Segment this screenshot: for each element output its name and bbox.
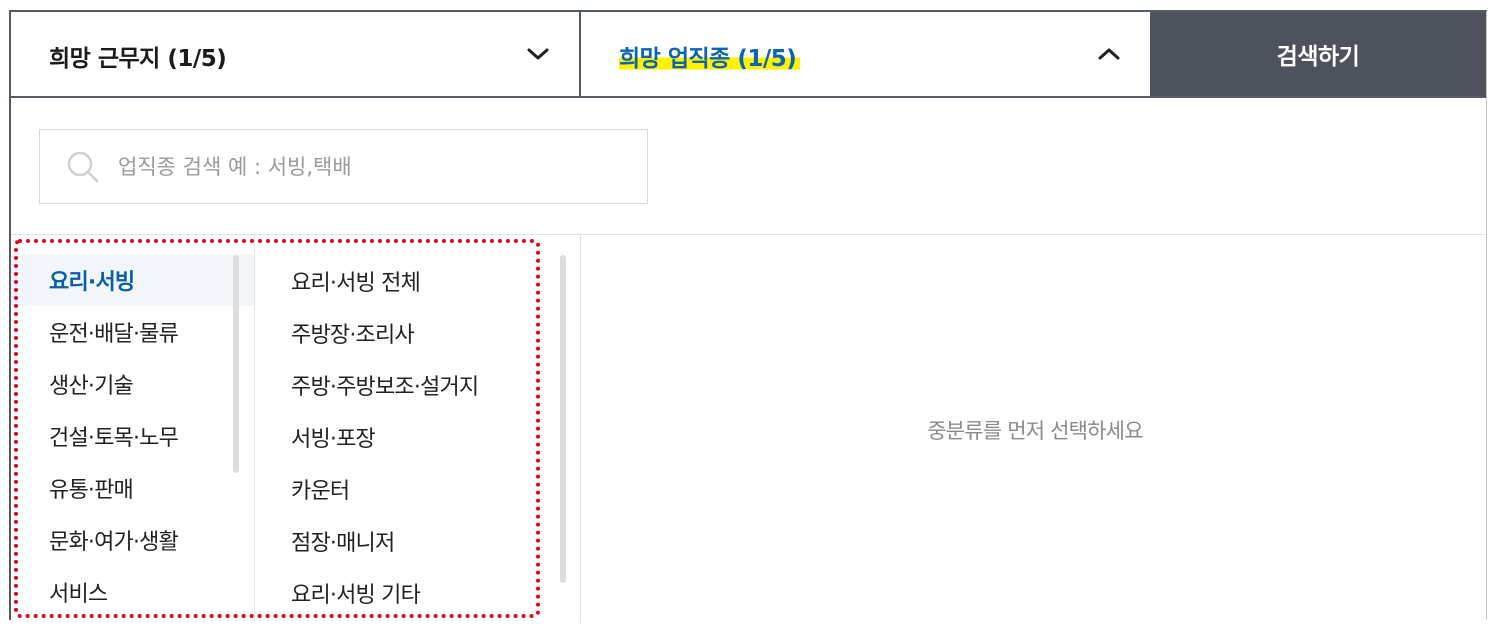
job-filter-panel: 희망 근무지 (1/5) 희망 업직종 (1/5) 검색하기 요리·서빙 운전·… [9,10,1489,622]
subcategory-item-serving-packing[interactable]: 서빙·포장 [291,427,376,452]
search-button[interactable]: 검색하기 [1150,12,1486,96]
job-search-input[interactable] [116,153,600,180]
category-column: 요리·서빙 운전·배달·물류 생산·기술 건설·토목·노무 유통·판매 문화·여… [11,235,255,622]
job-type-dropdown-label: 희망 업직종 (1/5) [619,39,801,73]
divider [11,234,1486,235]
job-type-dropdown[interactable]: 희망 업직종 (1/5) [581,12,1150,96]
location-dropdown[interactable]: 희망 근무지 (1/5) [11,12,581,96]
empty-state-message: 중분류를 먼저 선택하세요 [927,419,1143,443]
subcategory-item-manager[interactable]: 점장·매니저 [291,531,395,556]
category-list: 요리·서빙 운전·배달·물류 생산·기술 건설·토목·노무 유통·판매 문화·여… [11,235,254,618]
subcategory-scrollbar[interactable] [560,255,566,583]
category-item-culture-leisure[interactable]: 문화·여가·생활 [49,530,179,555]
category-scrollbar[interactable] [233,255,239,473]
search-icon [67,151,99,182]
chevron-up-icon [1098,48,1120,60]
category-item-service[interactable]: 서비스 [49,582,108,607]
category-item-production[interactable]: 생산·기술 [49,374,134,399]
category-item-retail[interactable]: 유통·판매 [49,478,134,503]
subcategory-item-other[interactable]: 요리·서빙 기타 [291,583,421,608]
category-item-construction[interactable]: 건설·토목·노무 [49,426,179,451]
job-search-field[interactable] [39,129,648,204]
location-dropdown-label: 희망 근무지 (1/5) [49,46,227,72]
subcategory-item-kitchen-assistant[interactable]: 주방·주방보조·설거지 [291,375,479,400]
chevron-down-icon [527,48,549,60]
subcategory-list: 요리·서빙 전체 주방장·조리사 주방·주방보조·설거지 서빙·포장 카운터 점… [255,235,580,619]
filter-bar: 희망 근무지 (1/5) 희망 업직종 (1/5) 검색하기 [11,12,1486,98]
category-item-cooking-serving[interactable]: 요리·서빙 [11,254,254,306]
category-item-driving-delivery[interactable]: 운전·배달·물류 [49,322,179,347]
subcategory-column: 요리·서빙 전체 주방장·조리사 주방·주방보조·설거지 서빙·포장 카운터 점… [255,235,581,622]
subcategory-item-chef[interactable]: 주방장·조리사 [291,323,415,348]
subcategory-item-counter[interactable]: 카운터 [291,479,350,504]
detail-column: 중분류를 먼저 선택하세요 [581,235,1489,622]
subcategory-item-all[interactable]: 요리·서빙 전체 [291,271,421,296]
